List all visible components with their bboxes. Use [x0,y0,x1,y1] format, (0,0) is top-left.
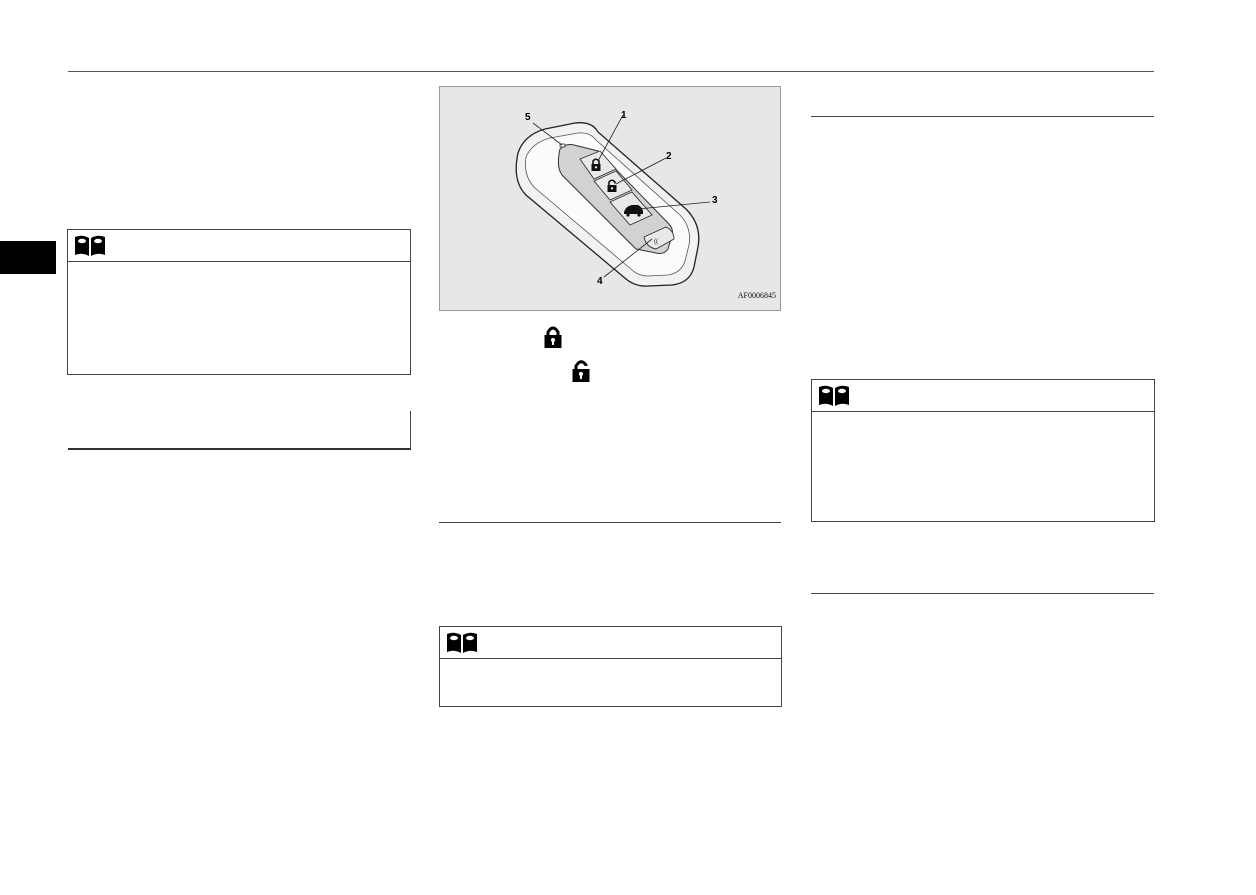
note-box-right [811,379,1155,522]
callout-4: 4 [597,276,603,287]
section-box-edge [410,411,411,449]
svg-text:((: (( [654,239,658,245]
section-rule-right-top [811,116,1154,117]
key-fob-figure: (( 1 2 3 4 5 AF0006845 [439,86,781,311]
unlock-icon [572,360,590,382]
callout-1: 1 [621,110,627,121]
lock-icon [544,326,562,348]
callout-3: 3 [712,195,718,206]
note-header [440,627,781,659]
key-fob-illustration: (( [515,114,711,287]
section-rule-right-bottom [811,593,1154,594]
note-box-left [67,229,411,375]
book-icon [819,385,849,406]
section-rule-middle [439,522,781,523]
note-box-middle [439,626,782,707]
book-icon [447,632,477,653]
note-header [68,230,410,262]
callout-2: 2 [666,151,672,162]
callout-5: 5 [525,112,531,123]
book-icon [75,235,105,256]
page-header-rule [68,71,1154,72]
figure-code: AF0006845 [737,291,776,300]
note-header [812,380,1154,412]
chapter-tab [0,241,56,274]
section-rule-left [68,448,411,450]
